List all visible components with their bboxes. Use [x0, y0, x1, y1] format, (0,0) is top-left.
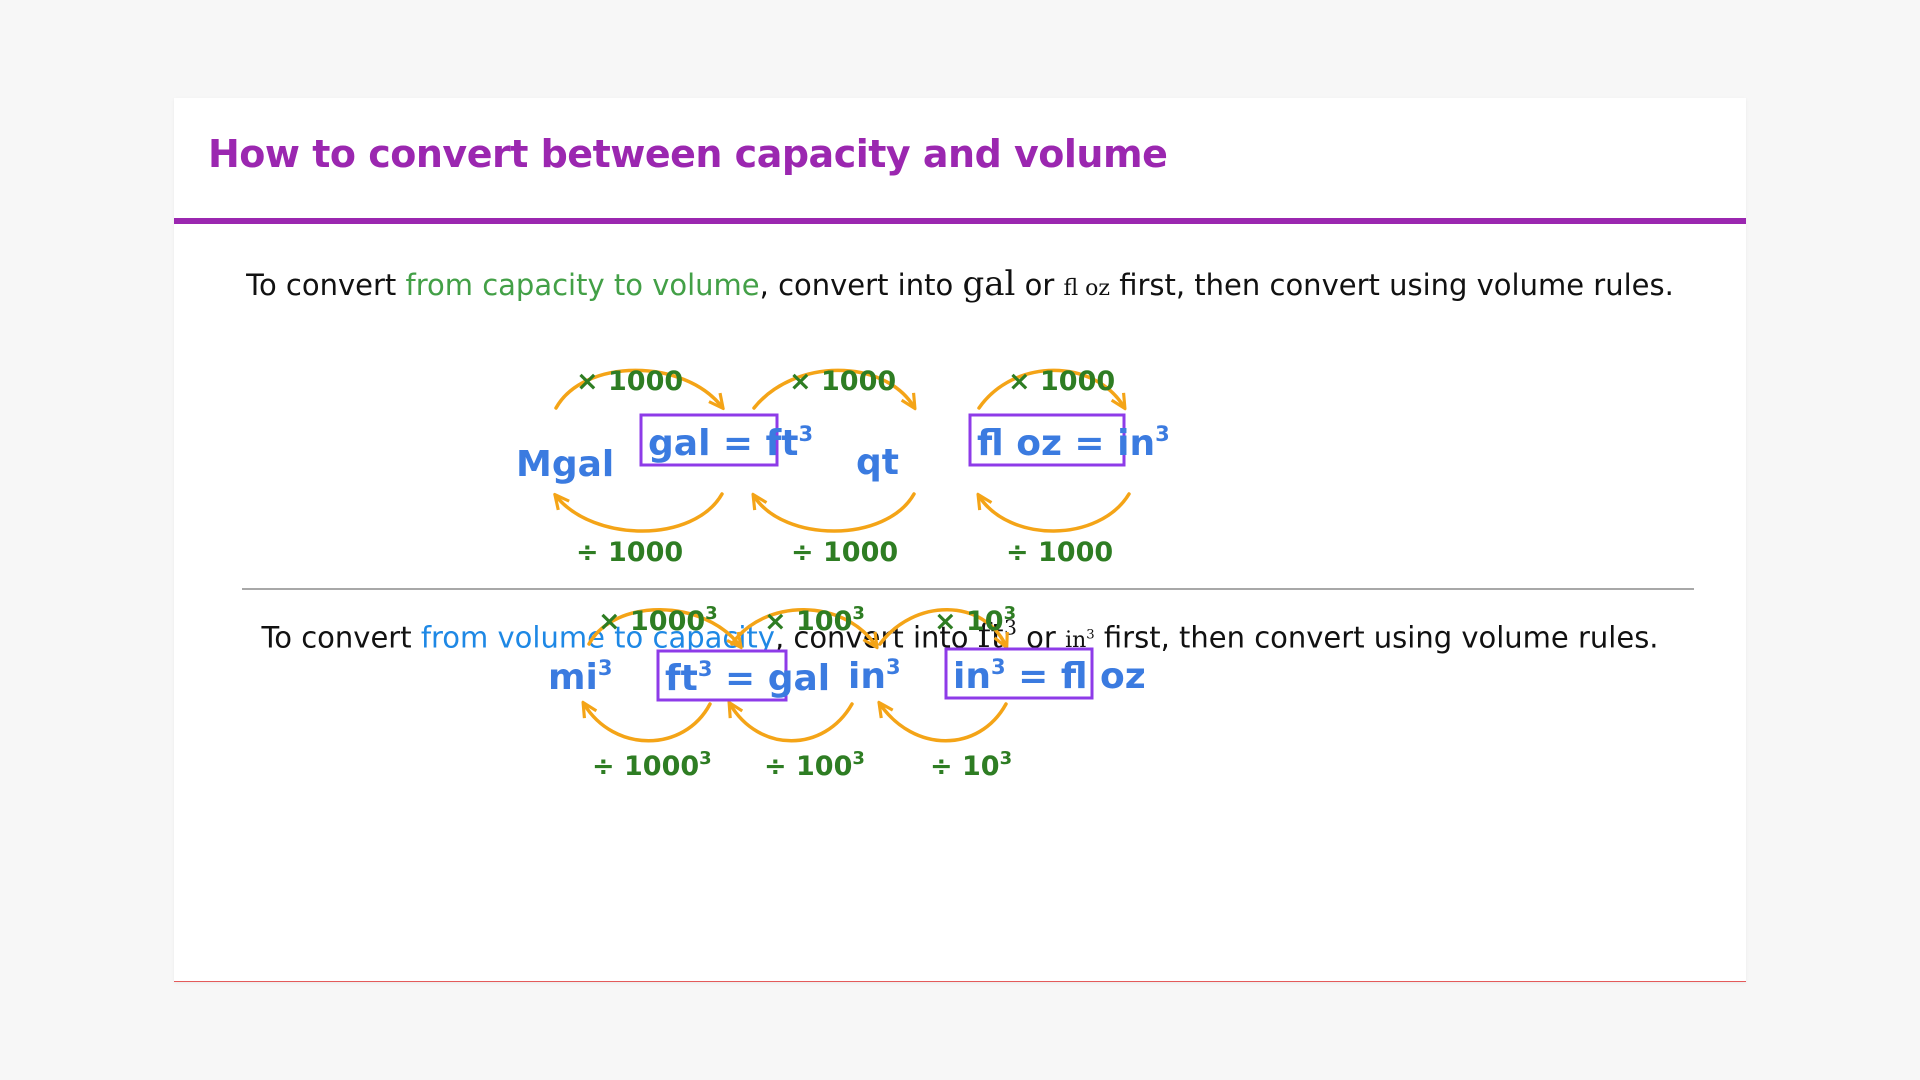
node-box-in3-floz: [944, 647, 1094, 700]
divide-label-2: ÷ 1003: [764, 748, 865, 782]
divide-label-1: ÷ 10003: [592, 748, 712, 782]
volume-to-capacity-instruction: To convert from volume to capacity, conv…: [174, 616, 1746, 656]
multiply-arrow-2: [752, 368, 914, 408]
multiply-arrow-3: [977, 368, 1124, 408]
multiply-label-2-exponent: 3: [852, 603, 865, 624]
divide-label-2-text: ÷ 100: [764, 751, 852, 782]
node-in3-floz: in3 = fl oz: [953, 655, 1146, 697]
divide-label-3: ÷ 1000: [1006, 537, 1113, 568]
page-title: How to convert between capacity and volu…: [208, 132, 1168, 176]
multiply-label-3-exponent: 3: [1004, 603, 1017, 624]
node-box-floz-in3: [968, 413, 1126, 467]
divide-arrow-2: [754, 494, 916, 533]
instruction-text-middle: , convert into: [759, 268, 963, 302]
divide-label-3-text: ÷ 10: [930, 751, 1000, 782]
volume-to-capacity-diagram: × 10003 × 1003 × 103 ÷ 10003 ÷ 1003 ÷ 10…: [548, 603, 1146, 782]
divide-label-3-exponent: 3: [1000, 748, 1013, 769]
node-mgal: Mgal: [516, 444, 614, 485]
divide-label-2: ÷ 1000: [791, 537, 898, 568]
node-ft3-gal-exponent: 3: [698, 657, 713, 681]
instruction-text-end: first, then convert using volume rules.: [1109, 268, 1674, 302]
capacity-to-volume-instruction: To convert from capacity to volume, conv…: [174, 264, 1746, 304]
instruction-text-start: To convert: [261, 620, 421, 655]
instruction-or: or: [1015, 268, 1064, 302]
instruction-text-end: first, then convert using volume rules.: [1094, 620, 1659, 655]
node-in3-exponent: 3: [886, 655, 901, 679]
divide-label-1-text: ÷ 1000: [592, 751, 699, 782]
capacity-to-volume-diagram: × 1000 × 1000 × 1000 ÷ 1000 ÷ 1000 ÷ 100…: [516, 366, 1170, 568]
node-in3-text: in: [848, 656, 886, 697]
multiply-label-3: × 103: [934, 603, 1016, 637]
node-ft3-gal-base: ft: [665, 658, 698, 699]
divide-arrow-3: [979, 494, 1131, 533]
unit-in3-exponent: 3: [1086, 628, 1095, 643]
divide-arrow-3: [880, 704, 1008, 743]
node-gal-ft3-exponent: 3: [799, 422, 814, 446]
multiply-label-1: × 1000: [576, 366, 683, 397]
node-floz-in3-exponent: 3: [1155, 422, 1170, 446]
capacity-to-volume-highlight: from capacity to volume: [405, 268, 760, 302]
multiply-arrow-3: [878, 608, 1006, 646]
divide-arrow-2: [730, 704, 854, 743]
node-gal-ft3: gal = ft3: [648, 422, 813, 464]
multiply-label-2-text: × 100: [764, 606, 852, 637]
multiply-label-3: × 1000: [1008, 366, 1115, 397]
multiply-label-1-exponent: 3: [705, 603, 718, 624]
node-floz-in3-text: fl oz = in: [977, 423, 1155, 464]
node-ft3-gal: ft3 = gal: [665, 657, 830, 699]
multiply-label-2: × 1000: [789, 366, 896, 397]
divide-label-1-exponent: 3: [699, 748, 712, 769]
node-ft3-gal-rest: = gal: [713, 658, 831, 699]
node-gal-ft3-text: gal = ft: [648, 423, 799, 464]
divide-label-1: ÷ 1000: [576, 537, 683, 568]
divide-label-3: ÷ 103: [930, 748, 1012, 782]
multiply-label-1: × 10003: [598, 603, 718, 637]
node-mi3-exponent: 3: [598, 656, 613, 680]
node-box-ft3-gal: [656, 649, 788, 702]
title-underline: [174, 218, 1746, 224]
multiply-arrow-2: [730, 608, 876, 646]
node-in3-floz-rest: = fl oz: [1006, 656, 1146, 697]
multiply-label-2: × 1003: [764, 603, 865, 637]
content-card: How to convert between capacity and volu…: [174, 98, 1746, 982]
node-in3-floz-base: in: [953, 656, 991, 697]
unit-in3-base: in: [1065, 628, 1087, 654]
node-mi3-text: mi: [548, 657, 598, 698]
instruction-text-start: To convert: [246, 268, 406, 302]
node-box-gal-ft3: [639, 413, 779, 467]
conversion-diagrams: × 1000 × 1000 × 1000 ÷ 1000 ÷ 1000 ÷ 100…: [516, 366, 1170, 782]
node-qt: qt: [856, 442, 899, 483]
node-mi3: mi3: [548, 656, 612, 698]
multiply-label-1-text: × 1000: [598, 606, 705, 637]
unit-gal: gal: [962, 264, 1016, 304]
node-in3: in3: [848, 655, 901, 697]
unit-fl-oz: fl oz: [1063, 276, 1110, 301]
divide-arrow-1: [584, 704, 712, 743]
node-in3-floz-exponent: 3: [991, 655, 1006, 679]
multiply-arrow-1: [554, 368, 722, 408]
section-divider: [242, 588, 1694, 590]
multiply-arrow-1: [587, 608, 740, 646]
multiply-label-3-text: × 10: [934, 606, 1004, 637]
divide-arrow-1: [556, 494, 724, 533]
divide-label-2-exponent: 3: [852, 748, 865, 769]
node-floz-in3: fl oz = in3: [977, 422, 1170, 464]
unit-in3: in3: [1065, 628, 1095, 653]
